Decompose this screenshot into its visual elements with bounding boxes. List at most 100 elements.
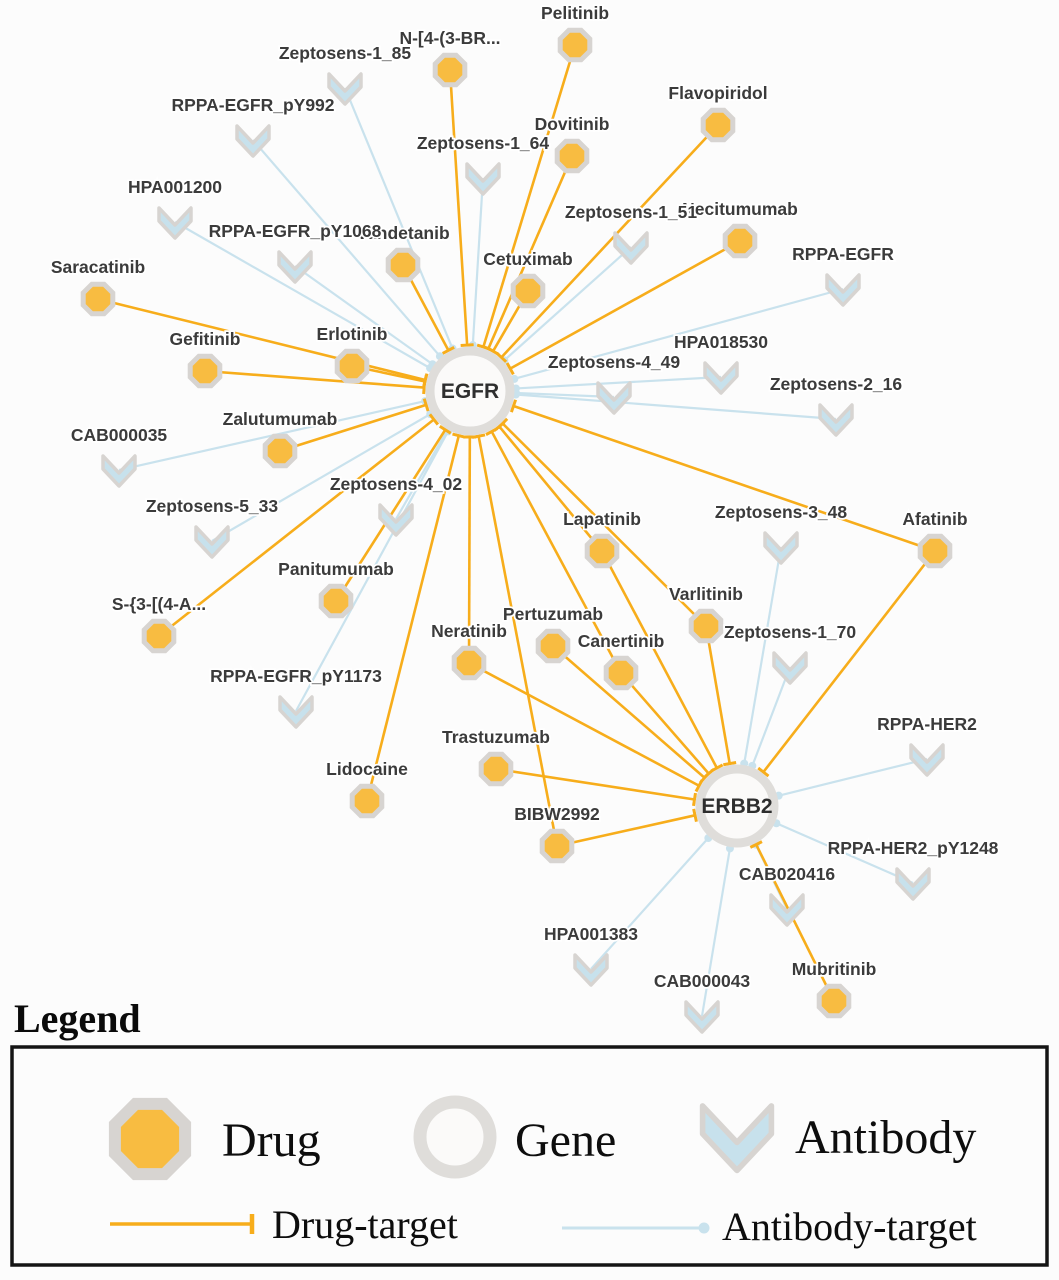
node-label-bibw2992: BIBW2992 <box>514 804 600 824</box>
node-label-n-4-3-br: N-[4-(3-BR... <box>399 28 500 48</box>
node-label-erlotinib: Erlotinib <box>317 324 388 344</box>
node-label-flavopiridol: Flavopiridol <box>668 83 767 103</box>
drug-target-edge <box>498 425 604 552</box>
drug-target-edge <box>279 403 427 453</box>
node-label-canertinib: Canertinib <box>578 631 665 651</box>
antibody-target-edge <box>590 837 710 970</box>
drug-node-bibw2992 <box>539 828 575 864</box>
node-label-zeptosens-2-16: Zeptosens-2_16 <box>770 374 903 394</box>
antibody-node-rppa-egfr-py1173 <box>278 695 314 729</box>
node-label-cetuximab: Cetuximab <box>483 249 572 269</box>
drug-edge-tee <box>496 417 509 430</box>
drug-target-edge <box>704 625 731 764</box>
legend-title: Legend <box>14 996 141 1041</box>
antibody-node-zeptosens-4-49 <box>596 381 632 415</box>
drug-node-s-3-4-a <box>141 618 177 654</box>
node-label-egfr: EGFR <box>441 380 499 403</box>
antibody-node-cab020416 <box>769 893 805 927</box>
drug-edge-tee <box>486 346 500 356</box>
drug-target-edge <box>477 435 559 847</box>
drug-node-pelitinib <box>557 27 593 63</box>
antibody-node-zeptosens-4-02 <box>378 503 414 537</box>
node-label-necitumumab: Necitumumab <box>682 199 798 219</box>
legend-drug-target-label: Drug-target <box>272 1202 458 1247</box>
legend-drug-label: Drug <box>222 1114 321 1167</box>
drug-edge-tee <box>471 433 486 439</box>
antibody-node-zeptosens-1-70 <box>772 651 808 685</box>
drug-target-edge <box>552 645 706 779</box>
drug-node-mubritinib <box>816 983 852 1019</box>
node-label-cab020416: CAB020416 <box>739 864 836 884</box>
antibody-target-edge <box>174 221 431 370</box>
antibody-target-edge <box>295 430 449 712</box>
antibody-target-edge <box>252 139 441 357</box>
drug-node-neratinib <box>451 645 487 681</box>
node-label-rppa-egfr-py992: RPPA-EGFR_pY992 <box>171 95 334 115</box>
antibody-target-edge <box>294 265 434 366</box>
antibody-node-rppa-egfr <box>825 273 861 307</box>
drug-edge-tee <box>505 362 515 376</box>
legend-drug-icon <box>108 1097 192 1181</box>
node-label-zeptosens-5-33: Zeptosens-5_33 <box>146 496 279 516</box>
antibody-target-edge <box>211 413 431 542</box>
antibody-node-zeptosens-1-51 <box>613 231 649 265</box>
node-label-afatinib: Afatinib <box>902 509 967 529</box>
drug-edge-tee <box>749 840 763 849</box>
nodes-layer <box>80 27 953 1034</box>
node-label-varlitinib: Varlitinib <box>669 584 743 604</box>
legend-antibody-icon <box>699 1103 775 1174</box>
drug-target-edge <box>97 297 426 382</box>
node-label-cab000035: CAB000035 <box>71 425 168 445</box>
node-label-pelitinib: Pelitinib <box>541 3 609 23</box>
node-label-dovitinib: Dovitinib <box>535 114 610 134</box>
antibody-node-zeptosens-5-33 <box>194 525 230 559</box>
drug-target-edge <box>365 435 461 802</box>
antibody-node-rppa-egfr-py1068 <box>277 250 313 284</box>
node-label-panitumumab: Panitumumab <box>278 559 394 579</box>
antibody-node-hpa018530 <box>703 361 739 395</box>
antibody-target-edge <box>775 822 914 885</box>
drug-node-lidocaine <box>349 783 385 819</box>
drug-target-edge <box>556 814 696 848</box>
node-label-hpa018530: HPA018530 <box>674 332 768 352</box>
node-label-trastuzumab: Trastuzumab <box>442 727 550 747</box>
drug-target-edge <box>467 436 472 664</box>
antibody-target-edge <box>778 757 928 797</box>
drug-node-pertuzumab <box>535 628 571 664</box>
drug-target-edge <box>448 69 469 346</box>
drug-target-edge <box>204 369 425 389</box>
antibody-target-edge <box>395 430 448 520</box>
legend-antibody-label: Antibody <box>795 1111 976 1164</box>
legend-icons <box>108 1095 775 1234</box>
antibody-node-hpa001200 <box>157 206 193 240</box>
node-label-zeptosens-1-51: Zeptosens-1_51 <box>565 202 698 222</box>
drug-node-lapatinib <box>584 533 620 569</box>
node-label-hpa001200: HPA001200 <box>128 177 222 197</box>
gene-node-egfr <box>425 346 515 436</box>
drug-node-vandetanib <box>385 247 421 283</box>
drug-node-erlotinib <box>334 348 370 384</box>
node-label-pertuzumab: Pertuzumab <box>503 604 603 624</box>
node-label-rppa-her2-py1248: RPPA-HER2_pY1248 <box>828 838 999 858</box>
antibody-node-rppa-her2 <box>909 743 945 777</box>
node-label-mubritinib: Mubritinib <box>792 959 877 979</box>
labels-layer: EGFRERBB2PelitinibN-[4-(3-BR...Flavopiri… <box>49 1 1000 993</box>
node-label-zeptosens-3-48: Zeptosens-3_48 <box>715 502 848 522</box>
node-label-neratinib: Neratinib <box>431 621 507 641</box>
node-label-cab000043: CAB000043 <box>654 971 751 991</box>
drug-node-flavopiridol <box>700 107 736 143</box>
antibody-node-zeptosens-2-16 <box>818 403 854 437</box>
drug-node-afatinib <box>917 533 953 569</box>
gene-node-erbb2 <box>695 764 779 848</box>
drug-edge-tee <box>485 427 499 436</box>
drug-node-n-4-3-br <box>432 52 468 88</box>
node-label-zeptosens-4-02: Zeptosens-4_02 <box>330 474 463 494</box>
drug-edge-tee <box>692 792 697 807</box>
antibody-node-rppa-egfr-py992 <box>235 124 271 158</box>
antibody-node-zeptosens-1-85 <box>327 72 363 106</box>
node-label-hpa001383: HPA001383 <box>544 924 638 944</box>
drug-edge-tee <box>460 343 474 347</box>
antibody-target-edge <box>515 393 837 421</box>
drug-target-edge <box>495 767 695 801</box>
